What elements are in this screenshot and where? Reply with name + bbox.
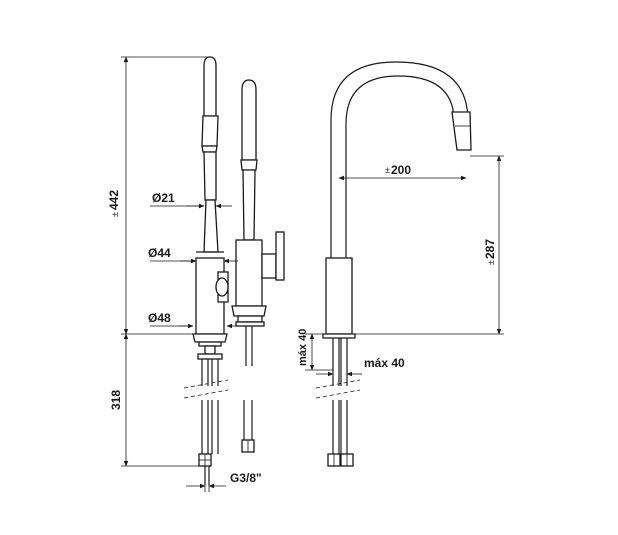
dia-body-label: Ø44 [148,246,171,260]
max-deck-thickness-label: máx 40 [297,329,309,366]
dia-base-label: Ø48 [148,311,171,325]
connection-label: G3/8" [230,471,262,485]
dimension-lines-side [305,155,504,380]
front-view-tap [183,56,229,485]
height-total-prefix: ± [110,212,120,217]
dia-spout-label: Ø21 [152,191,175,205]
gooseneck-view-tap [315,61,472,467]
max-hole-offset-label: máx 40 [364,356,405,370]
height-below-label: 318 [109,390,123,410]
height-total-label: 442 [107,190,121,210]
reach-prefix: ± [385,165,390,175]
spout-height-prefix: ± [486,260,496,265]
reach-label: 200 [391,163,411,177]
dimension-lines-front [121,56,242,492]
spout-height-label: 287 [483,239,497,259]
side-profile-tap [231,79,285,453]
dimension-labels: ± 442 318 Ø21 Ø44 Ø48 G3/8" ± 200 ± 287 … [107,163,497,485]
